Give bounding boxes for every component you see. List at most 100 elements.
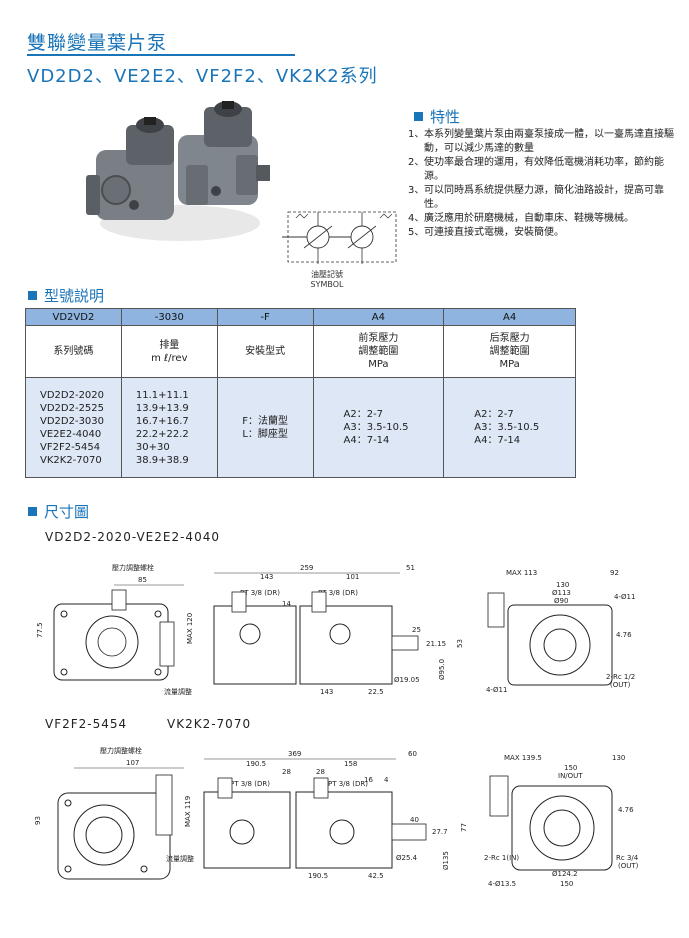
- svg-text:2-Rc 1/2: 2-Rc 1/2: [606, 673, 635, 681]
- svg-text:MAX 120: MAX 120: [186, 613, 194, 644]
- svg-text:51: 51: [406, 564, 415, 572]
- svg-text:4-Ø13.5: 4-Ø13.5: [488, 880, 516, 888]
- svg-text:Ø135: Ø135: [442, 851, 450, 870]
- svg-text:190.5: 190.5: [246, 760, 266, 768]
- svg-text:93: 93: [34, 816, 42, 825]
- svg-text:28: 28: [316, 768, 325, 776]
- group1-label: VD2D2-2020-VE2E2-4040: [45, 530, 220, 544]
- dimensions-heading: 尺寸圖: [28, 501, 89, 522]
- svg-text:14: 14: [282, 600, 291, 608]
- feature-item: 4、廣泛應用於研磨機械，自動車床、鞋機等機械。: [408, 213, 634, 224]
- svg-text:143: 143: [260, 573, 273, 581]
- series-title: VD2D2、VE2E2、VF2F2、VK2K2系列: [27, 66, 378, 87]
- svg-text:77.5: 77.5: [36, 622, 44, 638]
- heading-square-icon: [28, 507, 37, 516]
- code-series: VD2VD2: [25, 308, 122, 326]
- feature-item: 5、可連接直接式電機，安裝簡便。: [408, 227, 564, 238]
- svg-text:150: 150: [560, 880, 573, 888]
- svg-text:28: 28: [282, 768, 291, 776]
- svg-text:Ø25.4: Ø25.4: [396, 854, 418, 862]
- svg-text:25: 25: [412, 626, 421, 634]
- g2-side-drawing: 壓力調整螺栓 107 93 MAX 119 流量調整: [34, 745, 204, 895]
- svg-text:60: 60: [408, 750, 417, 758]
- svg-text:IN/OUT: IN/OUT: [558, 772, 583, 780]
- svg-text:22.5: 22.5: [368, 688, 384, 696]
- svg-text:53: 53: [456, 639, 464, 648]
- svg-text:21.15: 21.15: [426, 640, 446, 648]
- feature-item: 1、本系列變量葉片泵由兩臺泵接成一體，以一臺馬達直接驅動，可以減少馬達的數量: [408, 129, 674, 154]
- svg-text:107: 107: [126, 759, 139, 767]
- svg-text:Rc 3/4: Rc 3/4: [616, 854, 639, 862]
- svg-text:16: 16: [364, 776, 373, 784]
- features-heading: 特性: [414, 106, 460, 127]
- svg-text:PT 3/8 (DR): PT 3/8 (DR): [240, 589, 280, 597]
- svg-text:Ø90: Ø90: [554, 597, 568, 605]
- svg-text:4-Ø11: 4-Ø11: [614, 593, 635, 601]
- g2-front-drawing: 369 60 190.5 158 28 28 16 4 PT 3/8 (DR) …: [196, 748, 474, 882]
- svg-text:85: 85: [138, 576, 147, 584]
- title-underline: [27, 54, 295, 56]
- header-mount: 安裝型式: [216, 325, 314, 378]
- svg-text:PT 3/8 (DR): PT 3/8 (DR): [328, 780, 368, 788]
- heading-square-icon: [414, 112, 423, 121]
- feature-item: 2、使功率最合理的運用，有效降低電機消耗功率，節約能源。: [408, 157, 664, 182]
- g1-front-drawing: 259 51 143 101 PT 3/8 (DR) PT 3/8 (DR) 1…: [200, 562, 472, 700]
- heading-square-icon: [28, 291, 37, 300]
- group2-label-b: VK2K2-7070: [167, 717, 252, 731]
- svg-text:101: 101: [346, 573, 359, 581]
- svg-text:PT 3/8 (DR): PT 3/8 (DR): [318, 589, 358, 597]
- svg-text:MAX 119: MAX 119: [184, 796, 192, 827]
- svg-text:PT 3/8 (DR): PT 3/8 (DR): [230, 780, 270, 788]
- svg-text:Ø95.0: Ø95.0: [438, 659, 446, 680]
- features-list: 1、本系列變量葉片泵由兩臺泵接成一體，以一臺馬達直接驅動，可以減少馬達的數量 2…: [408, 128, 676, 240]
- svg-text:190.5: 190.5: [308, 872, 328, 880]
- svg-text:369: 369: [288, 750, 301, 758]
- svg-text:MAX 113: MAX 113: [506, 569, 537, 577]
- group2-label-a: VF2F2-5454: [45, 717, 128, 731]
- svg-text:92: 92: [610, 569, 619, 577]
- svg-text:4: 4: [384, 776, 389, 784]
- svg-text:MAX 139.5: MAX 139.5: [504, 754, 542, 762]
- model-heading: 型號説明: [28, 285, 104, 306]
- svg-text:130: 130: [612, 754, 625, 762]
- svg-text:壓力調整螺栓: 壓力調整螺栓: [112, 563, 154, 572]
- feature-item: 3、可以同時爲系統提供壓力源，簡化油路設計，提高可靠性。: [408, 185, 664, 210]
- svg-text:158: 158: [344, 760, 357, 768]
- g1-side-drawing: 壓力調整螺栓 85 77.5 MAX 120 流量調整: [34, 560, 204, 700]
- svg-text:流量調整: 流量調整: [166, 854, 194, 863]
- svg-text:4.76: 4.76: [618, 806, 634, 814]
- code-rear: A4: [443, 308, 576, 326]
- svg-text:(OUT): (OUT): [610, 681, 631, 689]
- svg-text:流量調整: 流量調整: [164, 687, 192, 696]
- svg-text:(OUT): (OUT): [618, 862, 639, 870]
- code-displacement: -3030: [120, 308, 218, 326]
- svg-text:130: 130: [556, 581, 569, 589]
- product-photo: [86, 95, 274, 255]
- g2-end-drawing: MAX 139.5 130 150 IN/OUT 4.76 2-Rc 1(IN)…: [478, 752, 654, 892]
- header-series: 系列號碼: [25, 325, 122, 378]
- hydraulic-symbol: [282, 204, 402, 289]
- g1-end-drawing: MAX 113 92 130 Ø113 Ø90 4-Ø11 4.76 2-Rc …: [478, 565, 654, 695]
- svg-text:Ø124.2: Ø124.2: [552, 870, 578, 878]
- svg-text:143: 143: [320, 688, 333, 696]
- svg-text:77: 77: [460, 823, 468, 832]
- svg-text:壓力調整螺栓: 壓力調整螺栓: [100, 746, 142, 755]
- page-title: 雙聯變量葉片泵: [27, 32, 168, 54]
- svg-text:4-Ø11: 4-Ø11: [486, 686, 507, 694]
- svg-text:4.76: 4.76: [616, 631, 632, 639]
- svg-text:40: 40: [410, 816, 419, 824]
- svg-text:259: 259: [300, 564, 313, 572]
- svg-text:42.5: 42.5: [368, 872, 384, 880]
- symbol-caption: 油壓記號 SYMBOL: [310, 270, 344, 289]
- code-mount: -F: [216, 308, 314, 326]
- svg-text:150: 150: [564, 764, 577, 772]
